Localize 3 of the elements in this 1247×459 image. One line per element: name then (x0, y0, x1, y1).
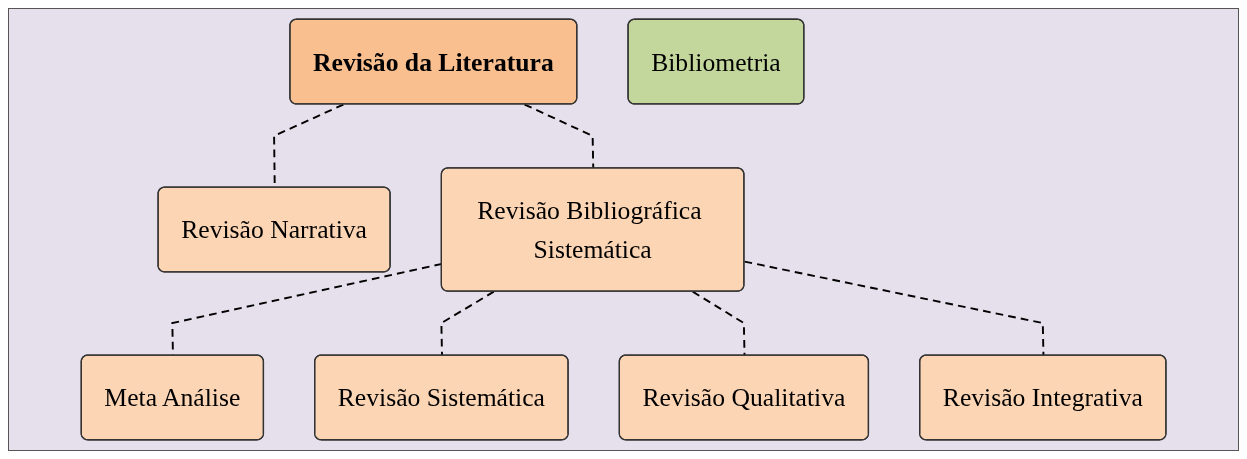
connector (743, 260, 1045, 357)
connector (440, 290, 495, 357)
connector (691, 290, 746, 357)
